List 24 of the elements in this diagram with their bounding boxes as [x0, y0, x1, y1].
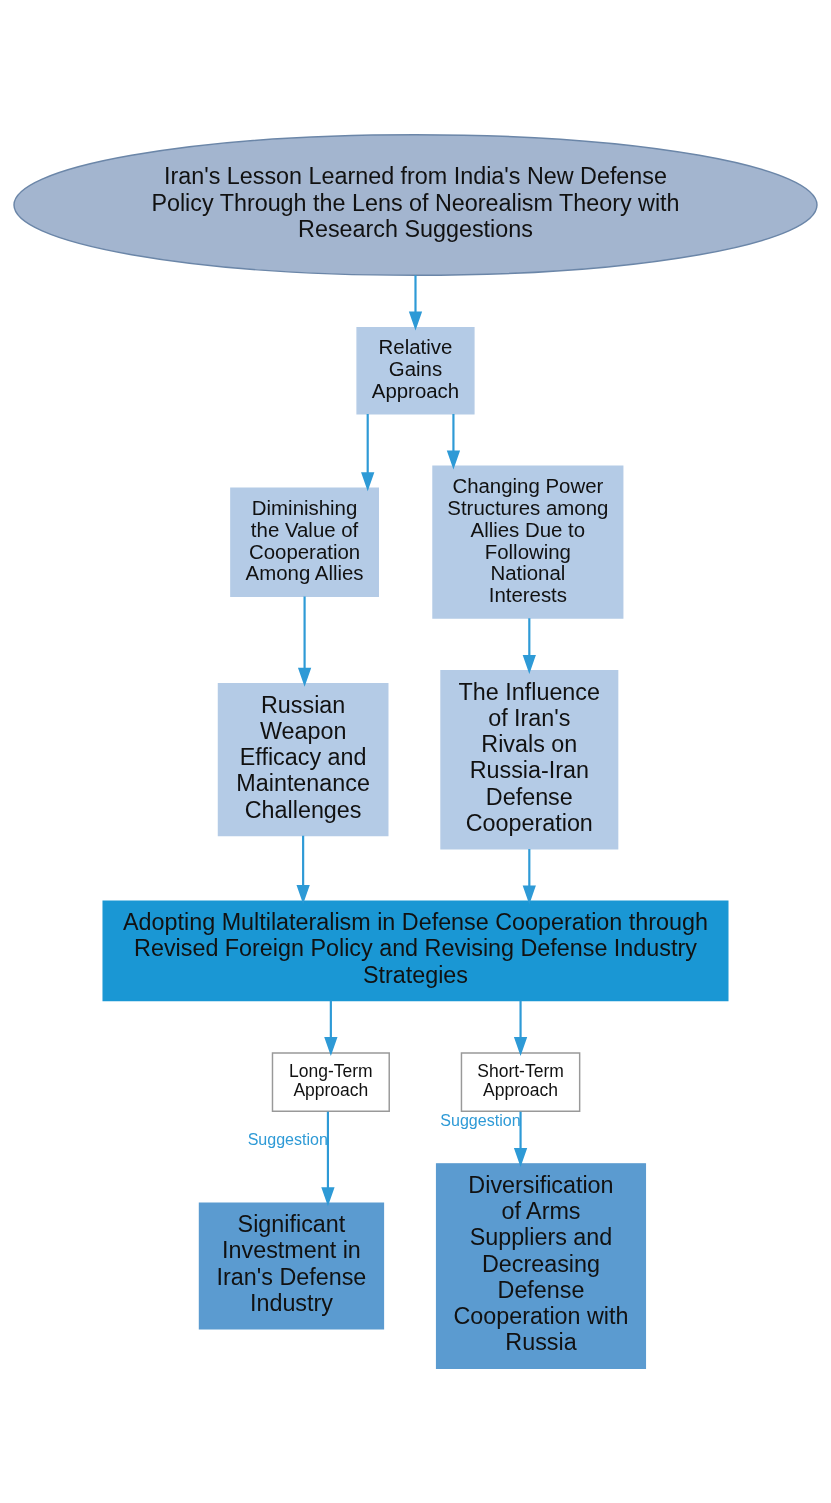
- arrow: [324, 1000, 338, 1056]
- node-box: Adopting Multilateralism in Defense Cooperation through Revised Foreign Policy and Revising Defense Industry Strategies: [102, 900, 729, 1002]
- node-box: Long-Term Approach: [271, 1052, 390, 1113]
- edge-label: Suggestion: [247, 1130, 328, 1149]
- arrow: [361, 414, 375, 492]
- arrow: [297, 596, 312, 687]
- arrow: [513, 1000, 528, 1056]
- node-box: Relative Gains Approach: [356, 326, 475, 415]
- arrow: [321, 1111, 335, 1207]
- arrow: [522, 849, 536, 905]
- node-box: Russian Weapon Efficacy and Maintenance Challenges: [217, 683, 389, 837]
- arrow: [522, 618, 536, 674]
- node-box: Short-Term Approach: [460, 1052, 581, 1113]
- arrow: [446, 414, 461, 470]
- edge-label: Suggestion: [440, 1110, 521, 1129]
- node-box: Significant Investment in Iran's Defense Industry: [198, 1202, 385, 1330]
- arrow: [513, 1111, 528, 1168]
- arrow: [408, 275, 423, 331]
- node-box: Changing Power Structures among Allies Due to Following National Interests: [432, 465, 624, 619]
- node-ellipse: Iran's Lesson Learned from India's New Defense Policy Through the Lens of Neorealism Theory with Research Suggestions: [13, 134, 818, 277]
- node-box: Diversification of Arms Suppliers and Decreasing Defense Cooperation with Russia: [435, 1163, 647, 1369]
- node-box: Diminishing the Value of Cooperation Among Allies: [230, 487, 379, 597]
- arrow: [296, 835, 310, 905]
- node-box: The Influence of Iran's Rivals on Russia-Iran Defense Cooperation: [440, 669, 619, 850]
